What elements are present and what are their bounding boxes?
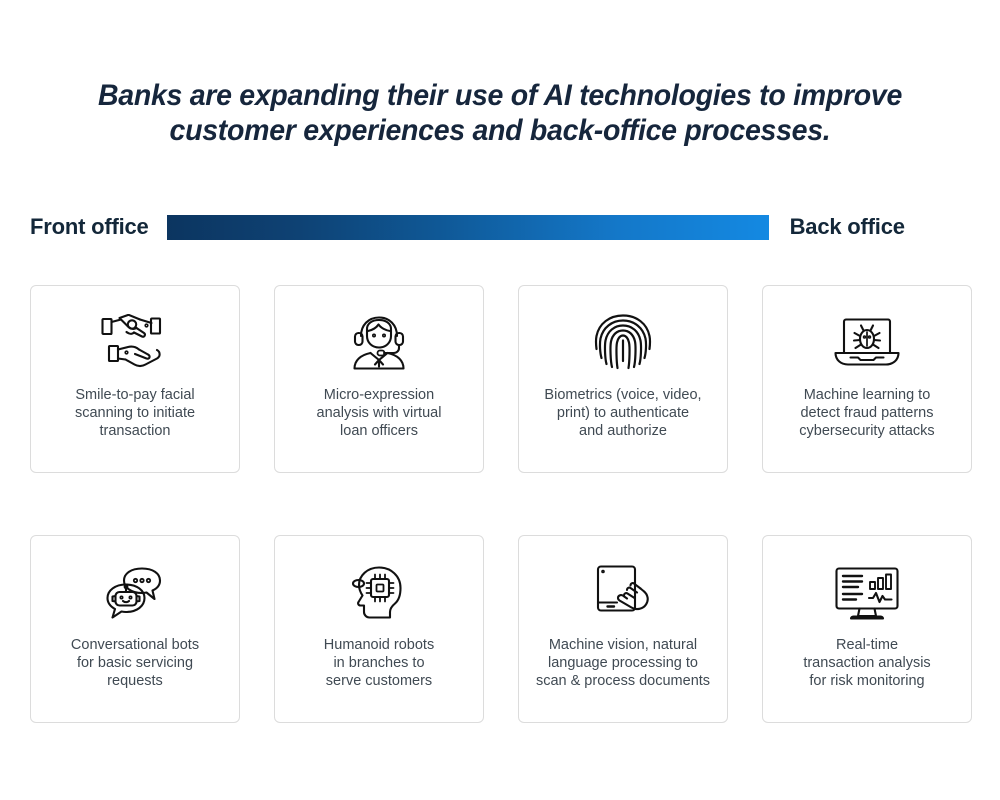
- card-humanoid-robots[interactable]: Humanoid robots in branches to serve cus…: [274, 535, 484, 723]
- office-spectrum: Front office Back office: [0, 208, 1000, 246]
- card-label: Biometrics (voice, video, print) to auth…: [544, 387, 702, 439]
- headset-agent-icon: [348, 300, 410, 386]
- card-label: Micro-expression analysis with virtual l…: [316, 387, 442, 439]
- card-micro-expression[interactable]: Micro-expression analysis with virtual l…: [274, 285, 484, 473]
- fingerprint-icon: [594, 300, 652, 386]
- card-fraud-detection[interactable]: Machine learning to detect fraud pattern…: [762, 285, 972, 473]
- tablet-hand-touch-icon: [593, 550, 653, 636]
- capability-card-grid: Smile-to-pay facial scanning to initiate…: [30, 285, 972, 723]
- card-label: Smile-to-pay facial scanning to initiate…: [74, 387, 196, 439]
- handshake-money-icon: [101, 300, 169, 386]
- card-label: Humanoid robots in branches to serve cus…: [323, 637, 435, 689]
- card-machine-vision[interactable]: Machine vision, natural language process…: [518, 535, 728, 723]
- laptop-bug-icon: [833, 300, 901, 386]
- card-label: Conversational bots for basic servicing …: [70, 637, 200, 689]
- card-label: Real-time transaction analysis for risk …: [803, 637, 931, 689]
- monitor-analytics-dashboard-icon: [834, 550, 900, 636]
- gradient-bar: [166, 214, 769, 240]
- chatbot-speech-bubble-icon: [102, 550, 168, 636]
- page-title: Banks are expanding their use of AI tech…: [97, 79, 903, 147]
- card-conversational-bots[interactable]: Conversational bots for basic servicing …: [30, 535, 240, 723]
- card-realtime-analysis[interactable]: Real-time transaction analysis for risk …: [762, 535, 972, 723]
- card-biometrics[interactable]: Biometrics (voice, video, print) to auth…: [518, 285, 728, 473]
- front-office-label: Front office: [30, 214, 149, 239]
- head-cpu-chip-icon: [350, 550, 408, 636]
- card-label: Machine vision, natural language process…: [535, 637, 711, 689]
- card-label: Machine learning to detect fraud pattern…: [799, 387, 935, 439]
- card-smile-to-pay[interactable]: Smile-to-pay facial scanning to initiate…: [30, 285, 240, 473]
- back-office-label: Back office: [789, 214, 905, 239]
